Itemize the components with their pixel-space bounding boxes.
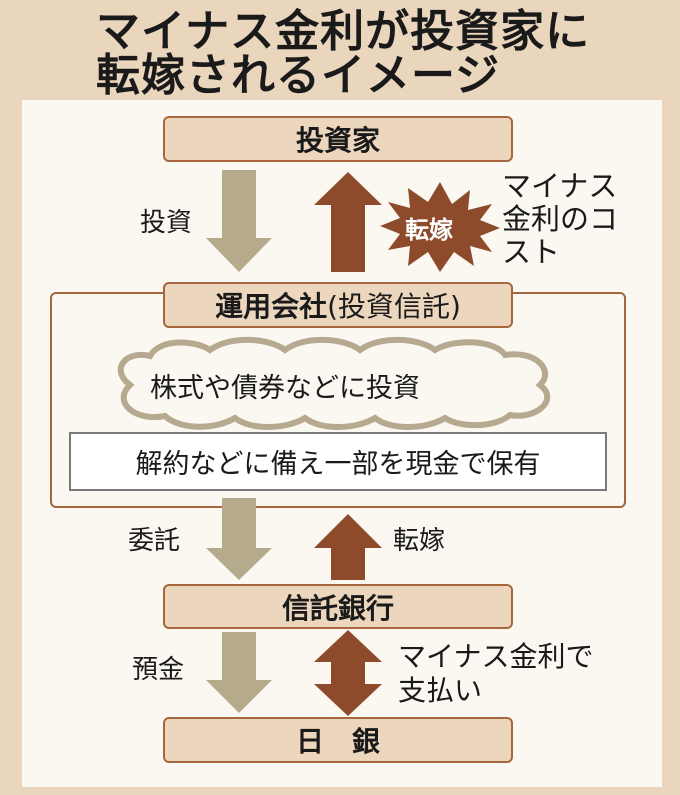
invest-label: 投資 [140,208,193,238]
title-line2: 転嫁されるイメージ [96,50,501,101]
entrust-arrow [206,498,272,580]
deposit-arrow [206,632,272,713]
cost-line2: 金利のコ [502,202,619,236]
investor-label: 投資家 [295,124,380,157]
pass-on-arrow-top [314,172,382,272]
payment-label: マイナス金利で 支払い [398,640,593,708]
cloud-text: 株式や債券などに投資 [150,373,420,404]
cash-text: 解約などに備え一部を現金で保有 [135,449,541,480]
pass-on-label: 転嫁 [393,526,446,556]
payment-line2: 支払い [398,674,483,707]
payment-line1: マイナス金利で [398,640,594,673]
cost-label: マイナス 金利のコ スト [502,170,618,269]
payment-double-arrow [314,630,382,716]
entrust-label: 委託 [128,526,181,556]
title-line1: マイナス金利が投資家に [96,6,591,57]
node-asset-manager: 運用会社(投資信託) [163,282,513,328]
burst-label: 転嫁 [405,216,453,244]
burst-shape [380,182,500,272]
deposit-label: 預金 [132,655,185,685]
asset-manager-sub: (投資信託) [327,290,461,323]
pass-on-arrow-mid [314,514,382,580]
cash-box-shape [69,432,607,491]
cost-line1: マイナス [502,169,618,203]
trust-bank-label: 信託銀行 [281,591,394,625]
asset-manager-label: 運用会社 [215,290,328,323]
node-boj: 日 銀 [163,717,513,763]
invest-arrow [206,170,272,272]
node-trust-bank: 信託銀行 [163,584,513,629]
boj-label: 日 銀 [295,725,380,758]
cost-line3: スト [502,235,561,269]
node-investor: 投資家 [163,116,513,162]
cloud-shape [117,336,551,430]
